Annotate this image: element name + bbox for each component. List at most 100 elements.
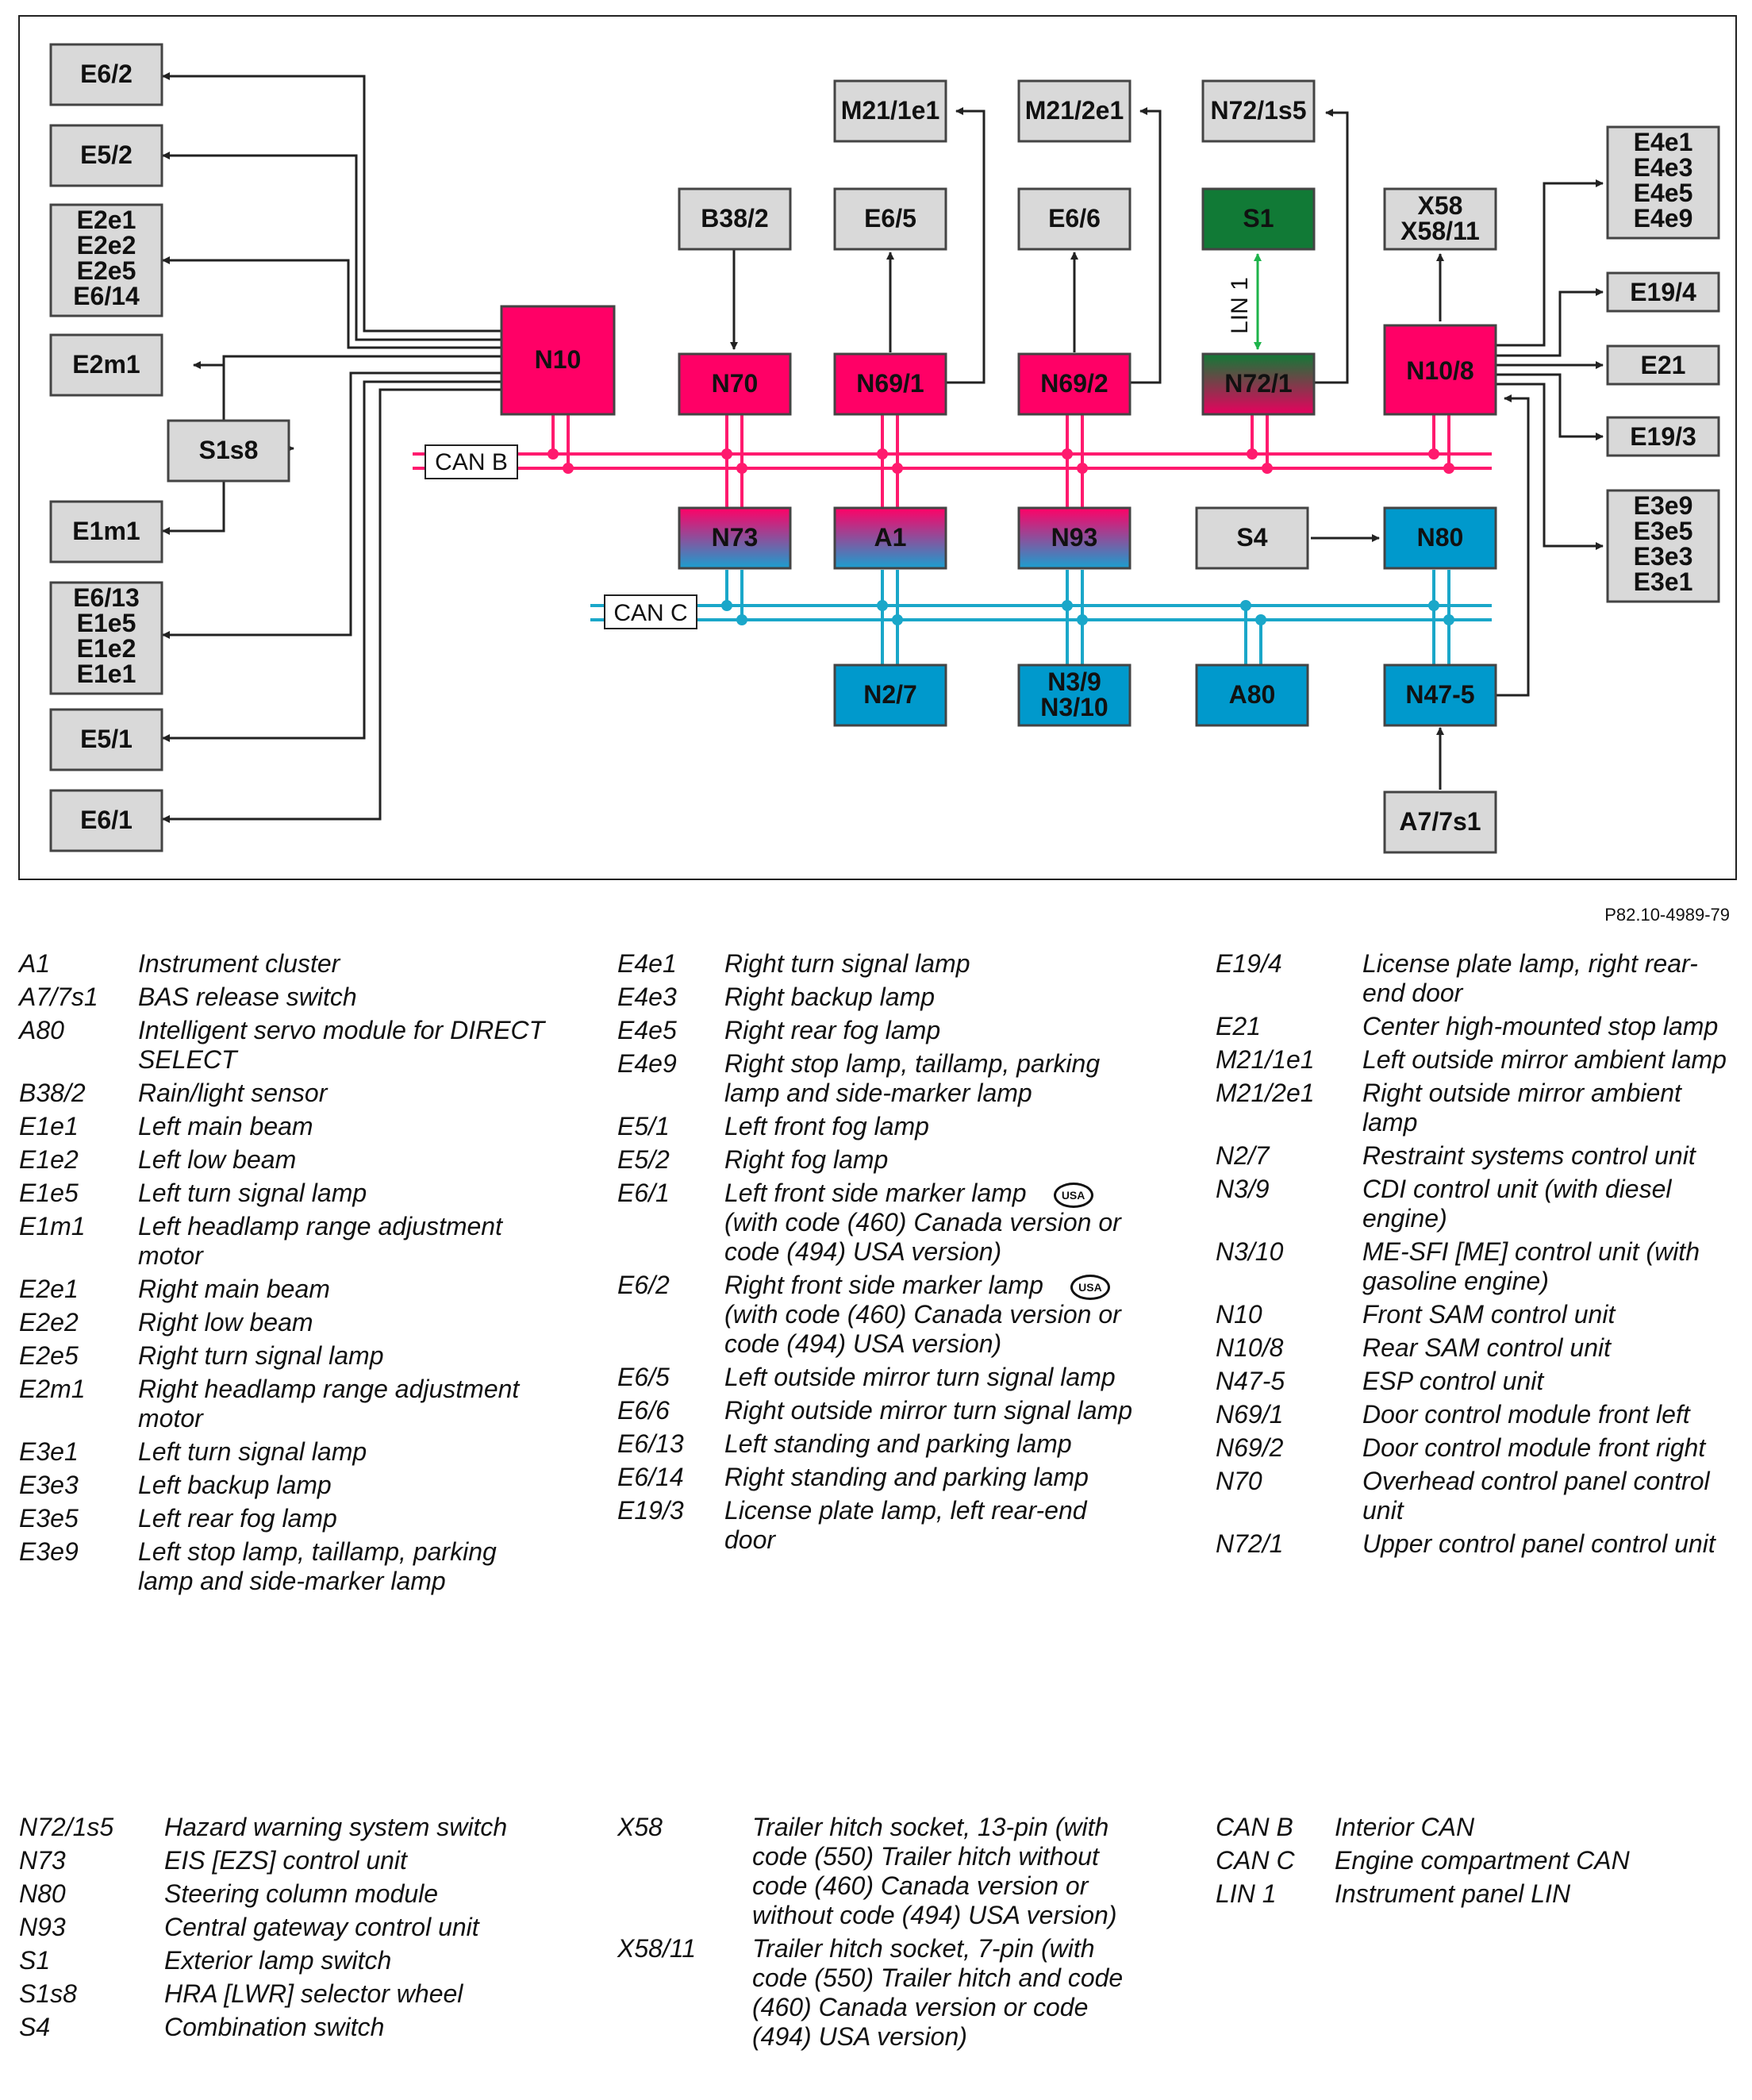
legend-description-text: Right fog lamp [724, 1145, 889, 1174]
node-e5-2: E5/2 [49, 124, 163, 187]
node-n73: N73 [678, 506, 792, 570]
legend-description: Hazard warning system switch [164, 1813, 559, 1842]
legend-code: E1m1 [19, 1212, 86, 1240]
legend-code: E3e9 [19, 1537, 79, 1566]
usa-badge-icon: USA [1053, 1182, 1093, 1208]
legend-description: Combination switch [164, 2013, 559, 2042]
legend-code: E19/4 [1216, 949, 1282, 978]
svg-text:E4e1: E4e1 [1634, 128, 1693, 156]
legend-code: N3/9 [1216, 1175, 1270, 1203]
legend-code: E5/1 [617, 1112, 670, 1140]
legend-description-text: Left headlamp range adjustment motor [138, 1212, 502, 1270]
can-b-junctions [548, 448, 1454, 474]
svg-text:E2e5: E2e5 [77, 256, 136, 285]
can-c-label: CAN C [613, 600, 687, 626]
svg-text:E6/6: E6/6 [1048, 204, 1101, 233]
legend-description-text: Restraint systems control unit [1362, 1141, 1696, 1170]
node-n3-9: N3/9 N3/10 [1017, 663, 1132, 727]
legend-description-text: Front SAM control unit [1362, 1300, 1616, 1329]
node-n47-5: N47-5 [1383, 663, 1497, 727]
legend-description: Left stop lamp, taillamp, parking lamp a… [138, 1537, 559, 1596]
legend-description-text: Right low beam [138, 1308, 313, 1337]
node-x58: X58 X58/11 [1383, 187, 1497, 251]
svg-text:B38/2: B38/2 [701, 204, 768, 233]
legend-description-text: Rain/light sensor [138, 1079, 328, 1107]
legend-description-text: HRA [LWR] selector wheel [164, 1979, 463, 2008]
wire-connections [162, 72, 1604, 823]
legend-entry: S1 Exterior lamp switch [19, 1946, 559, 1975]
legend-description: Rear SAM control unit [1362, 1333, 1735, 1363]
legend-description: Instrument cluster [138, 949, 559, 979]
legend-entry: N3/9 CDI control unit (with diesel engine… [1216, 1175, 1735, 1233]
can-b-bus [413, 414, 1492, 508]
legend-code: B38/2 [19, 1079, 86, 1107]
node-e6-group: E6/13 E1e5 E1e2 E1e1 [49, 581, 163, 695]
legend-description-note: (with code (460) Canada version or code … [724, 1300, 1121, 1358]
legend-description: Left rear fog lamp [138, 1504, 559, 1533]
legend-description-text: Trailer hitch socket, 13-pin (with code … [752, 1813, 1117, 1929]
legend-description-text: Upper control panel control unit [1362, 1529, 1716, 1558]
svg-text:A7/7s1: A7/7s1 [1399, 807, 1481, 836]
legend-description: Left outside mirror turn signal lamp [724, 1363, 1141, 1392]
svg-text:E6/2: E6/2 [80, 60, 133, 88]
legend-description: Right turn signal lamp [138, 1341, 559, 1371]
node-e21: E21 [1606, 344, 1720, 386]
legend-code: N80 [19, 1879, 66, 1908]
legend-code: E6/5 [617, 1363, 670, 1391]
svg-text:X58/11: X58/11 [1400, 217, 1480, 245]
legend-description: Right backup lamp [724, 983, 1141, 1012]
node-a7-7s1: A7/7s1 [1383, 790, 1497, 854]
svg-text:E6/1: E6/1 [80, 806, 133, 834]
legend-description: Right turn signal lamp [724, 949, 1141, 979]
legend-description: Overhead control panel control unit [1362, 1467, 1735, 1525]
svg-text:E1e1: E1e1 [77, 660, 136, 688]
legend-description-text: Left standing and parking lamp [724, 1429, 1072, 1458]
legend-code: M21/2e1 [1216, 1079, 1315, 1107]
legend-description: Exterior lamp switch [164, 1946, 559, 1975]
svg-text:N10/8: N10/8 [1406, 356, 1473, 385]
node-n10-8: N10/8 [1383, 324, 1497, 416]
legend-description-text: Left low beam [138, 1145, 297, 1174]
legend-description: BAS release switch [138, 983, 559, 1012]
legend-code: N70 [1216, 1467, 1262, 1495]
svg-text:E2e1: E2e1 [77, 206, 136, 234]
legend-description: Upper control panel control unit [1362, 1529, 1735, 1559]
svg-text:E1m1: E1m1 [72, 517, 140, 545]
legend-description-text: Central gateway control unit [164, 1913, 479, 1941]
legend-code: A80 [19, 1016, 64, 1044]
node-e6-5: E6/5 [833, 187, 947, 251]
legend-description-text: Door control module front right [1362, 1433, 1706, 1462]
svg-text:E2e2: E2e2 [77, 231, 136, 260]
legend-description: Right outside mirror turn signal lamp [724, 1396, 1141, 1425]
legend-description-text: Left turn signal lamp [138, 1179, 367, 1207]
node-n70: N70 [678, 352, 792, 416]
legend-code: E2e5 [19, 1341, 79, 1370]
node-e6-1: E6/1 [49, 789, 163, 852]
figure-reference: P82.10-4989-79 [1604, 905, 1730, 925]
legend-description-text: Instrument panel LIN [1335, 1879, 1571, 1908]
svg-text:N93: N93 [1051, 523, 1098, 552]
legend-code: LIN 1 [1216, 1879, 1277, 1908]
svg-text:E19/3: E19/3 [1630, 422, 1696, 451]
legend-description: Rain/light sensor [138, 1079, 559, 1108]
legend-code: S1 [19, 1946, 51, 1975]
legend-description-text: Rear SAM control unit [1362, 1333, 1612, 1362]
legend-description-text: CDI control unit (with diesel engine) [1362, 1175, 1672, 1233]
